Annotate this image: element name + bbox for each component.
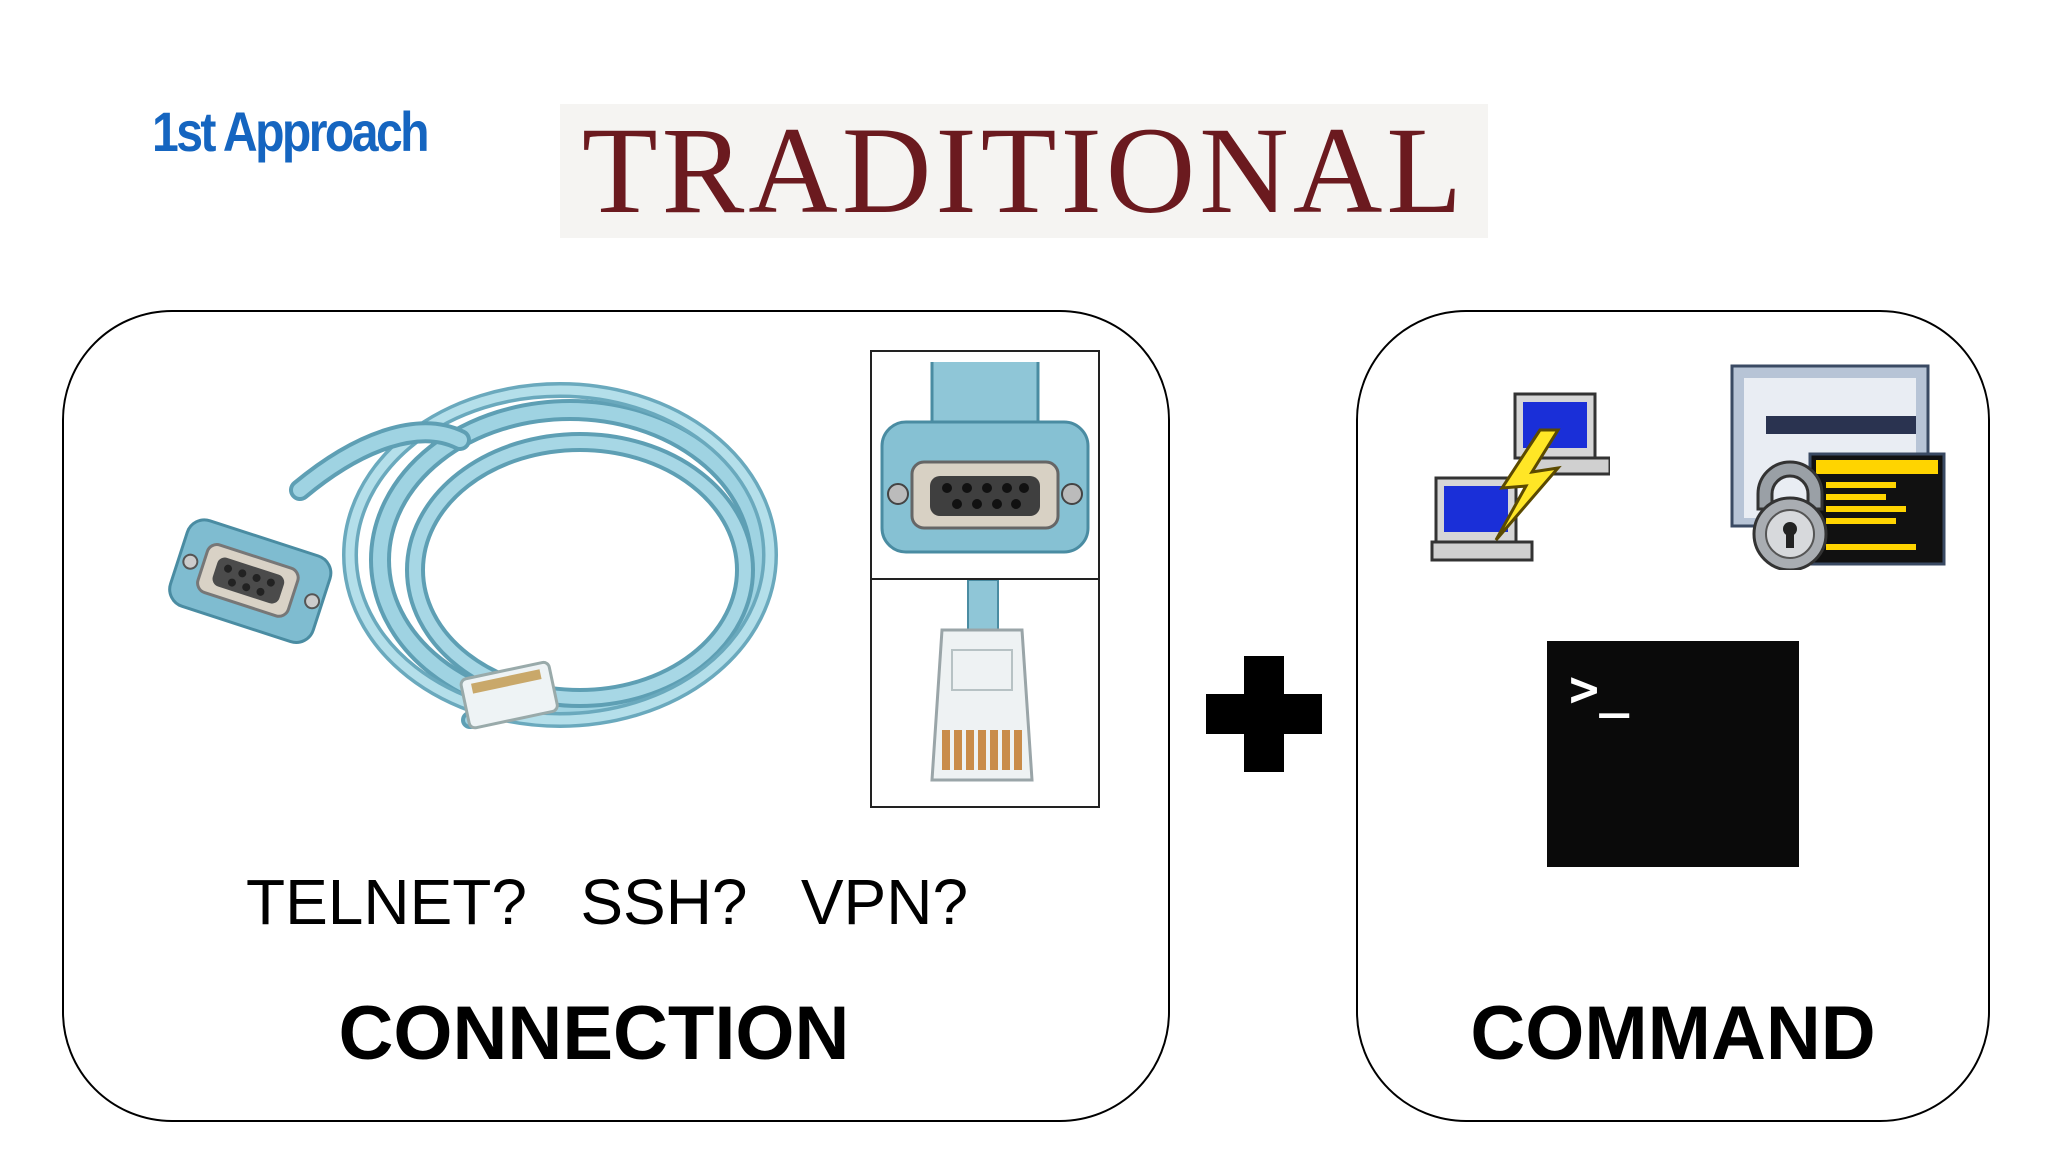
putty-icon: [1430, 392, 1610, 562]
protocol-telnet: TELNET?: [246, 866, 527, 938]
console-cable-image: [168, 382, 778, 730]
approach-label: 1st Approach: [152, 100, 430, 163]
connector-closeups: [870, 350, 1100, 808]
protocol-ssh: SSH?: [580, 866, 748, 938]
protocol-vpn: VPN?: [800, 866, 969, 938]
rj45-connector-image: [930, 580, 1034, 782]
protocol-list: TELNET? SSH? VPN?: [246, 864, 968, 940]
plus-icon: [1206, 656, 1322, 772]
connection-label: CONNECTION: [338, 991, 850, 1076]
traditional-banner: TRADITIONAL: [560, 104, 1488, 238]
terminal-icon: >_: [1547, 641, 1799, 867]
traditional-title: TRADITIONAL: [581, 102, 1467, 239]
inset-divider: [872, 578, 1098, 580]
command-label: COMMAND: [1470, 991, 1876, 1076]
db9-connector-image: [880, 362, 1090, 554]
securecrt-icon: [1730, 364, 1946, 570]
terminal-prompt: >_: [1569, 660, 1630, 718]
